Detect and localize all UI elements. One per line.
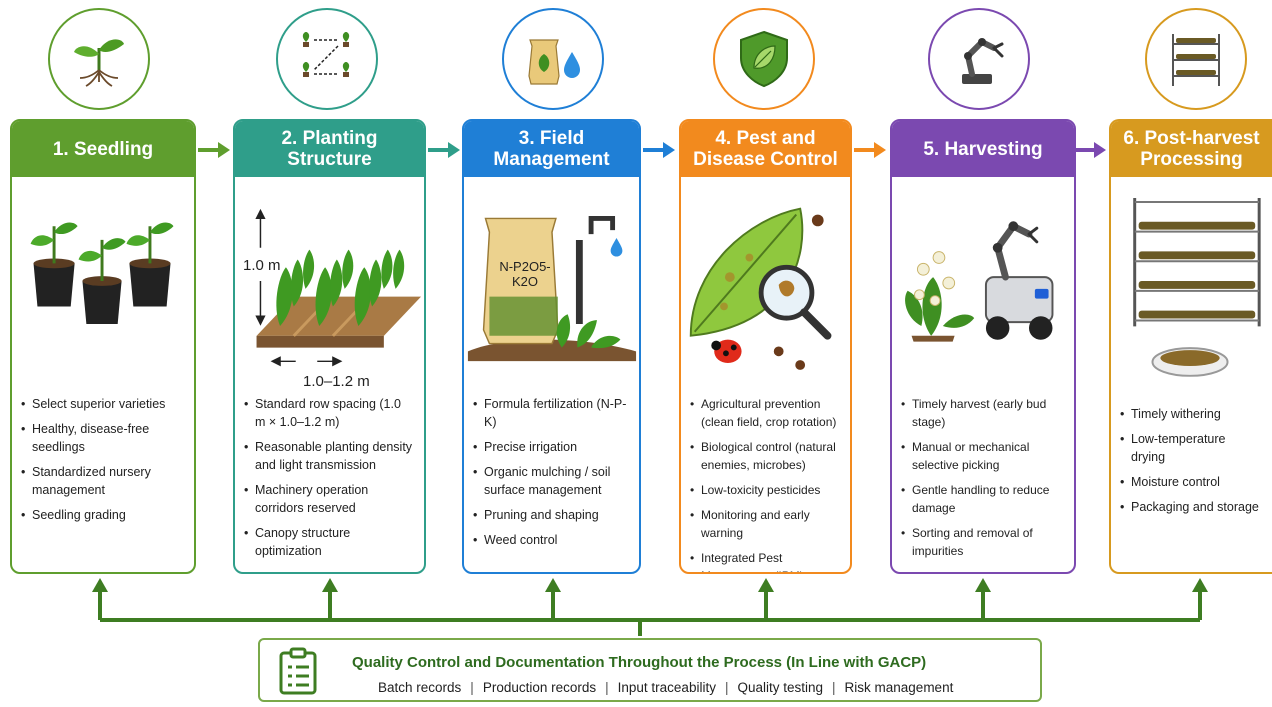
bullet-item: Sorting and removal of impurities: [901, 524, 1064, 560]
bullet-item: Healthy, disease-free seedlings: [21, 420, 184, 456]
fertilizer-illustration: N-P2O5-K2O: [464, 177, 639, 385]
bullet-item: Biological control (natural enemies, mic…: [690, 438, 840, 474]
ladybug-icon: [711, 339, 742, 364]
bullet-item: Low-toxicity pesticides: [690, 481, 840, 499]
pest-inspection-illustration: [681, 177, 850, 385]
bullet-item: Select superior varieties: [21, 395, 184, 413]
pot-icon: [126, 222, 174, 307]
harvest-robot-illustration: [892, 177, 1074, 385]
separator: |: [832, 680, 836, 695]
stage-bullets: Agricultural prevention (clean field, cr…: [681, 385, 850, 572]
height-label: 1.0 m: [243, 257, 281, 274]
field-icon-circle: [502, 8, 604, 110]
shield-leaf-icon: [740, 30, 788, 88]
bullet-item: Formula fertilization (N-P-K): [473, 395, 629, 431]
bullet-item: Integrated Pest Management (IPM): [690, 549, 840, 572]
qc-item: Quality testing: [737, 680, 824, 695]
fertilizer-water-icon: [528, 39, 580, 85]
harvest-icon-circle: [928, 8, 1030, 110]
bullet-item: Moisture control: [1120, 473, 1262, 491]
quality-control-box: Quality Control and Documentation Throug…: [258, 638, 1042, 702]
qc-item: Input traceability: [617, 680, 716, 695]
separator: |: [724, 680, 729, 695]
drying-rack-illustration: [1111, 177, 1272, 385]
stage-title: 4. Pest and Disease Control: [681, 121, 850, 177]
stage-bullets: Formula fertilization (N-P-K) Precise ir…: [464, 385, 639, 549]
bullet-item: Standardized nursery management: [21, 463, 184, 499]
bullet-item: Organic mulching / soil surface manageme…: [473, 463, 629, 499]
stage-title: 5. Harvesting: [892, 121, 1074, 177]
stage-title: 2. Planting Structure: [235, 121, 424, 177]
pot-icon: [78, 238, 126, 325]
qc-item: Batch records: [378, 680, 462, 695]
bullet-item: Timely withering: [1120, 405, 1262, 423]
feedback-loop-arrows: [92, 578, 1208, 636]
bullet-item: Monitoring and early warning: [690, 506, 840, 542]
bullet-item: Pruning and shaping: [473, 506, 629, 524]
post-icon-circle: [1145, 8, 1247, 110]
bag-label: N-P2O5-K2O: [499, 259, 551, 289]
flow-arrow-5: [1074, 142, 1106, 158]
bullet-item: Canopy structure optimization: [244, 524, 414, 560]
bullet-item: Seedling grading: [21, 506, 184, 524]
qc-item: Production records: [482, 680, 597, 695]
bullet-item: Timely harvest (early bud stage): [901, 395, 1064, 431]
stage-planting-structure: 2. Planting Structure 1.0 m 1.0–1.2 m St…: [233, 119, 426, 574]
planting-icon-circle: [276, 8, 378, 110]
stage-field-management: 3. Field Management N-P2O5-K2O Formula f…: [462, 119, 641, 574]
stage-bullets: Timely harvest (early bud stage) Manual …: [892, 385, 1074, 560]
stage-title: 6. Post-harvest Processing: [1111, 121, 1272, 177]
flow-arrow-3: [643, 142, 675, 158]
bullet-item: Standard row spacing (1.0 m × 1.0–1.2 m): [244, 395, 414, 431]
stage-bullets: Select superior varieties Healthy, disea…: [12, 385, 194, 524]
bullet-item: Manual or mechanical selective picking: [901, 438, 1064, 474]
planting-grid-icon: [302, 32, 350, 77]
stage-title: 1. Seedling: [12, 121, 194, 177]
drying-rack-icon: [1172, 34, 1220, 86]
qc-title: Quality Control and Documentation Throug…: [352, 654, 927, 671]
bullet-item: Reasonable planting density and light tr…: [244, 438, 414, 474]
seedling-icon-circle: [48, 8, 150, 110]
stage-pest-disease: 4. Pest and Disease Control Agricultural…: [679, 119, 852, 574]
qc-item: Risk management: [844, 680, 954, 695]
sprout-icon: [74, 39, 124, 87]
spacing-label: 1.0–1.2 m: [303, 373, 370, 390]
bullet-item: Gentle handling to reduce damage: [901, 481, 1064, 517]
separator: |: [605, 680, 609, 695]
stage-seedling: 1. Seedling Select superior varieties He…: [10, 119, 196, 574]
seedling-pots-illustration: [12, 177, 194, 385]
bullet-item: Low-temperature drying: [1120, 430, 1262, 466]
flow-arrow-1: [198, 142, 230, 158]
stage-post-harvest: 6. Post-harvest Processing Timely wither…: [1109, 119, 1272, 574]
separator: |: [470, 680, 474, 695]
bullet-item: Agricultural prevention (clean field, cr…: [690, 395, 840, 431]
row-spacing-illustration: 1.0 m 1.0–1.2 m: [235, 177, 424, 390]
stage-title: 3. Field Management: [464, 121, 639, 177]
pot-icon: [30, 222, 78, 307]
bullet-item: Packaging and storage: [1120, 498, 1262, 516]
stage-bullets: Standard row spacing (1.0 m × 1.0–1.2 m)…: [235, 385, 424, 560]
stage-bullets: Timely withering Low-temperature drying …: [1111, 385, 1272, 516]
qc-items: Batch records | Production records | Input t…: [378, 680, 953, 695]
pest-icon-circle: [713, 8, 815, 110]
flow-arrow-4: [854, 142, 886, 158]
robot-arm-icon: [962, 38, 1004, 84]
stage-harvesting: 5. Harvesting Timely harvest (early bud …: [890, 119, 1076, 574]
clipboard-icon: [279, 647, 317, 695]
flow-arrow-2: [428, 142, 460, 158]
bullet-item: Weed control: [473, 531, 629, 549]
bullet-item: Precise irrigation: [473, 438, 629, 456]
bullet-item: Machinery operation corridors reserved: [244, 481, 414, 517]
